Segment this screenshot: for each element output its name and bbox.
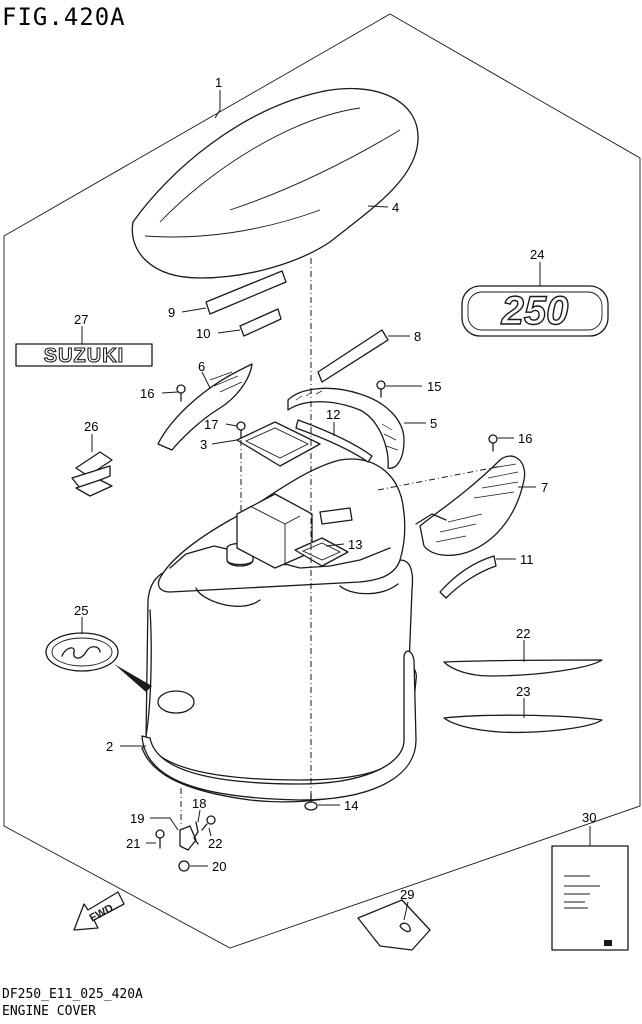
part-label-9[interactable]: 9: [168, 305, 175, 320]
louver-part-5[interactable]: [287, 387, 405, 469]
part-label-26[interactable]: 25: [74, 603, 88, 618]
grommet-part-20[interactable]: [178, 860, 190, 872]
suzuki-emblem-part-28[interactable]: SUZUKI: [15, 343, 153, 368]
part-label-15[interactable]: 15: [427, 379, 441, 394]
part-label-25[interactable]: 24: [530, 247, 544, 262]
grommet-part-14[interactable]: [304, 793, 318, 811]
upper-cover-body[interactable]: [157, 458, 406, 607]
assembly-frame: [3, 13, 641, 949]
part-label-17[interactable]: 17: [204, 417, 218, 432]
diagram-caption: ENGINE COVER: [2, 1004, 96, 1019]
louver-part-7[interactable]: [415, 455, 526, 557]
strip-part-9[interactable]: [205, 270, 287, 315]
part-label-11[interactable]: 11: [520, 552, 534, 567]
s-logo-part-27[interactable]: [71, 451, 113, 497]
part-label-13[interactable]: 13: [348, 537, 362, 552]
part-label-30[interactable]: 30: [582, 810, 596, 825]
part-label-24[interactable]: 23: [516, 684, 530, 699]
centerline-d: [377, 465, 503, 491]
part-label-2[interactable]: 2: [106, 739, 113, 754]
leader-lines: [81, 90, 591, 921]
part-label-7[interactable]: 7: [541, 480, 548, 495]
part-label-18[interactable]: 18: [192, 796, 206, 811]
model-emblem-text: 250: [501, 289, 569, 333]
gasket-part-3[interactable]: [236, 421, 321, 467]
louver-part-6[interactable]: [157, 363, 253, 451]
figure-title: FIG.420A: [2, 3, 126, 31]
part-label-23[interactable]: 22: [516, 626, 530, 641]
part-label-29[interactable]: 29: [400, 887, 414, 902]
strip-part-10[interactable]: [239, 308, 282, 337]
manual-part-30[interactable]: [551, 845, 629, 951]
ss-badge-part-26[interactable]: [45, 632, 119, 672]
model-emblem-part-25[interactable]: 250: [461, 285, 609, 337]
decal-part-23[interactable]: [443, 659, 603, 677]
fwd-arrow-icon: FWD: [73, 891, 125, 931]
part-label-4[interactable]: 4: [392, 200, 399, 215]
part-label-10[interactable]: 10: [196, 326, 210, 341]
part-label-16a[interactable]: 16: [140, 386, 154, 401]
lower-cover-part[interactable]: [141, 559, 417, 803]
screw-part-15[interactable]: [376, 380, 386, 398]
part-label-12[interactable]: 12: [326, 407, 340, 422]
part-label-21[interactable]: 21: [126, 836, 140, 851]
spring-part-18[interactable]: [193, 821, 199, 845]
screw-part-16b[interactable]: [488, 434, 498, 452]
part-label-28[interactable]: 27: [74, 312, 88, 327]
part-label-16b[interactable]: 16: [518, 431, 532, 446]
decal-part-24[interactable]: [443, 714, 603, 734]
bolt-part-22[interactable]: [201, 815, 216, 831]
top-cover-part[interactable]: [131, 88, 419, 279]
part-label-19[interactable]: 19: [130, 811, 144, 826]
strip-part-8[interactable]: [317, 329, 389, 383]
suzuki-emblem-text: SUZUKI: [44, 345, 124, 367]
part-label-14[interactable]: 14: [344, 798, 358, 813]
bolt-part-21[interactable]: [155, 829, 165, 849]
latch-part-19[interactable]: [179, 825, 197, 851]
seal-part-12[interactable]: [295, 419, 373, 463]
part-number-labels: 1 4 9 10 8 24 27 6 16 15 17 12 5 26 3 16…: [74, 75, 596, 902]
part-label-1[interactable]: 1: [215, 75, 222, 90]
part-label-3[interactable]: 3: [200, 437, 207, 452]
fwd-arrow-label: FWD: [88, 902, 116, 924]
part-label-20[interactable]: 20: [212, 859, 226, 874]
part-label-22[interactable]: 22: [208, 836, 222, 851]
part-label-6[interactable]: 6: [198, 359, 205, 374]
screw-part-16a[interactable]: [176, 384, 186, 402]
bag-part-29[interactable]: [357, 899, 431, 951]
strip-part-11[interactable]: [439, 555, 497, 599]
diagram-code: DF250_E11_025_420A: [2, 987, 143, 1002]
part-label-8[interactable]: 8: [414, 329, 421, 344]
part-label-5[interactable]: 5: [430, 416, 437, 431]
badge-placement-arrow: [114, 664, 152, 692]
part-label-27[interactable]: 26: [84, 419, 98, 434]
screw-part-17[interactable]: [236, 421, 246, 439]
